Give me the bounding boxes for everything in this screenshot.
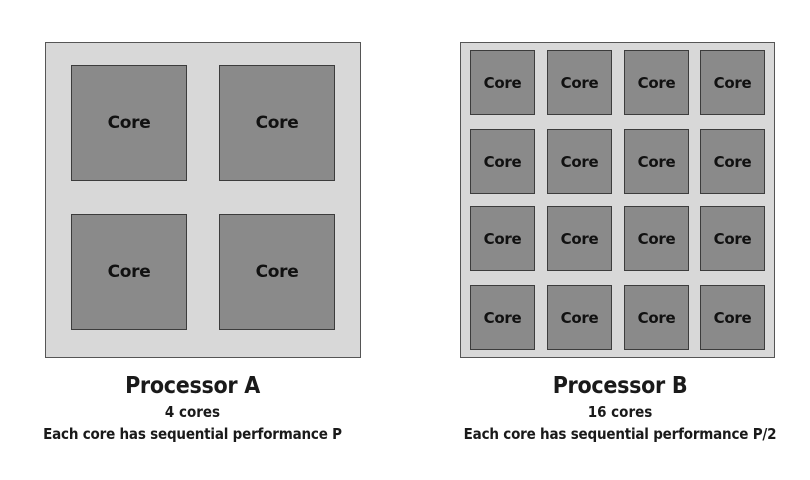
processor-b-core: Core — [624, 129, 689, 194]
processor-a-core: Core — [219, 214, 335, 330]
processor-b-performance: Each core has sequential performance P/2 — [463, 425, 777, 443]
processor-b-core: Core — [470, 206, 535, 271]
processor-b-chip: Core Core Core Core Core Core Core Core … — [460, 42, 775, 358]
processor-b-core: Core — [700, 50, 765, 115]
processor-b-core-count: 16 cores — [587, 403, 653, 421]
processor-a-core-count: 4 cores — [164, 403, 221, 421]
processor-b-core: Core — [547, 285, 612, 350]
processor-b-title: Processor B — [552, 373, 688, 399]
processor-b-core: Core — [624, 206, 689, 271]
processor-b-core: Core — [624, 50, 689, 115]
processor-b-core: Core — [700, 285, 765, 350]
processor-b-core: Core — [470, 129, 535, 194]
processor-a-core: Core — [71, 214, 187, 330]
processor-b-core: Core — [547, 206, 612, 271]
processor-a-core: Core — [219, 65, 335, 181]
processor-b-core: Core — [624, 285, 689, 350]
processor-b-core: Core — [470, 285, 535, 350]
processor-b-core: Core — [470, 50, 535, 115]
processor-b-core: Core — [700, 129, 765, 194]
processor-b-core: Core — [547, 129, 612, 194]
processor-b-caption: Processor B 16 cores Each core has seque… — [440, 372, 800, 445]
processor-b-core: Core — [700, 206, 765, 271]
processor-a-title: Processor A — [125, 373, 260, 399]
processor-a-core: Core — [71, 65, 187, 181]
processor-b-core: Core — [547, 50, 612, 115]
processor-a-performance: Each core has sequential performance P — [43, 425, 342, 443]
processor-a-caption: Processor A 4 cores Each core has sequen… — [20, 372, 365, 445]
processor-a-chip: Core Core Core Core — [45, 42, 361, 358]
